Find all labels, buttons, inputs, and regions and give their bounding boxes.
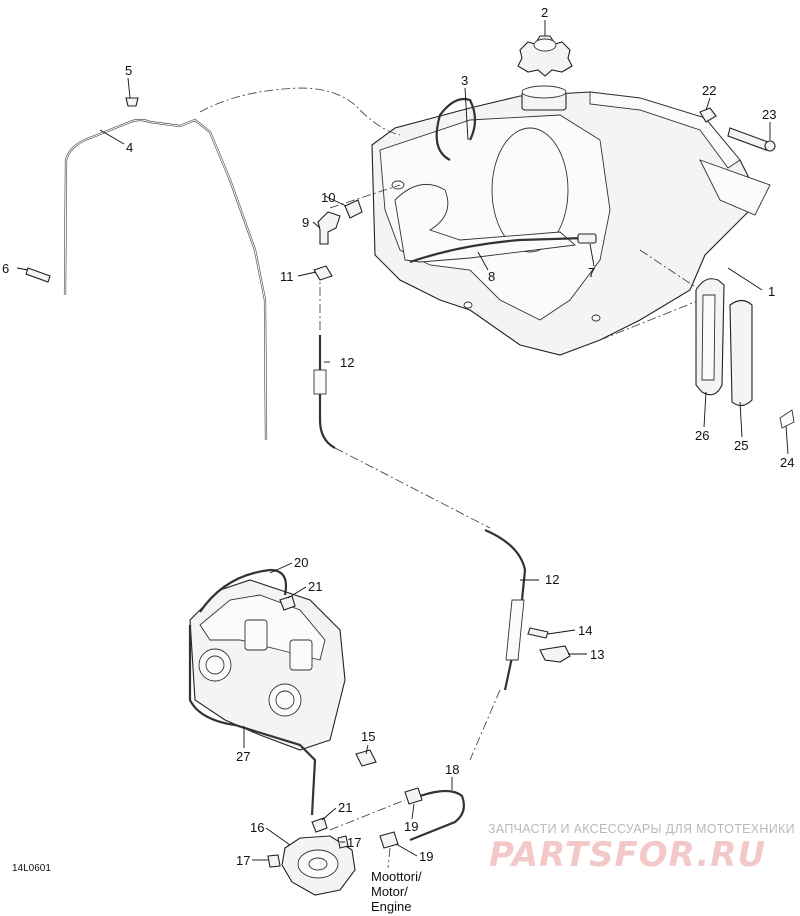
clamp-19-upper (404, 787, 423, 805)
callout-9: 9 (302, 215, 309, 230)
callout-8: 8 (488, 269, 495, 284)
callout-7: 7 (588, 265, 595, 280)
clamp-19-lower (379, 831, 399, 849)
engine-label-line-1: Moottori/ (371, 869, 422, 884)
diagram-reference-code: 14L0601 (12, 863, 51, 874)
bolt-23 (727, 127, 769, 151)
callout-20: 20 (294, 555, 308, 570)
clamp-21-lower (311, 817, 328, 833)
vent-hose-8 (409, 236, 586, 264)
callout-15: 15 (361, 729, 375, 744)
screw-17-left (267, 854, 281, 868)
engine-label-line-3: Engine (371, 899, 411, 914)
clamp-11 (313, 265, 333, 281)
callout-19-upper: 19 (404, 819, 418, 834)
elbow-fitting-9 (317, 211, 341, 245)
grommet-10 (344, 199, 363, 219)
bracket-13 (539, 645, 571, 663)
carburetor-assembly (189, 579, 346, 751)
callout-1: 1 (768, 284, 775, 299)
fuel-tank (371, 85, 771, 356)
callout-16: 16 (250, 820, 264, 835)
pulse-hose-18 (409, 789, 465, 842)
callout-2: 2 (541, 5, 548, 20)
vent-tube-4 (63, 118, 268, 441)
spring-6 (25, 267, 51, 283)
tank-strap-26 (695, 278, 725, 396)
vent-tube-3 (435, 97, 477, 161)
watermark: ЗАПЧАСТИ И АКСЕССУАРЫ ДЛЯ МОТОТЕХНИКИ PA… (488, 822, 795, 875)
hose-27 (188, 625, 317, 816)
callout-21-lower: 21 (338, 800, 352, 815)
callout-3: 3 (461, 73, 468, 88)
hose-20 (199, 568, 288, 613)
engine-label: Moottori/ Motor/ Engine (371, 869, 422, 914)
callout-17-right: 17 (347, 835, 361, 850)
callout-19-lower: 19 (419, 849, 433, 864)
callout-23: 23 (762, 107, 776, 122)
callout-18: 18 (445, 762, 459, 777)
callout-10: 10 (321, 190, 335, 205)
callout-6: 6 (2, 261, 9, 276)
callout-4: 4 (126, 140, 133, 155)
fuel-hose-12-upper (318, 335, 336, 449)
callout-24: 24 (780, 455, 794, 470)
clamp-15 (355, 749, 377, 767)
fuel-hose-12-lower (484, 528, 527, 691)
engine-label-line-2: Motor/ (371, 884, 408, 899)
clamp-21-upper (279, 595, 296, 611)
fuel-tank-cap (517, 35, 573, 77)
callout-12-upper: 12 (340, 355, 354, 370)
callout-21-upper: 21 (308, 579, 322, 594)
callout-14: 14 (578, 623, 592, 638)
check-valve-7 (577, 233, 597, 244)
callout-11: 11 (280, 269, 294, 284)
callout-27: 27 (236, 749, 250, 764)
fuel-pump-16 (281, 835, 356, 896)
callout-22: 22 (702, 83, 716, 98)
tank-strap-25 (729, 299, 753, 407)
callout-numbers: 1 2 3 4 5 6 7 8 9 10 11 12 12 13 14 15 1… (2, 5, 794, 868)
clamp-5 (125, 97, 139, 107)
callout-25: 25 (734, 438, 748, 453)
callout-12-lower: 12 (545, 572, 559, 587)
watermark-caption: ЗАПЧАСТИ И АКСЕССУАРЫ ДЛЯ МОТОТЕХНИКИ (488, 822, 795, 836)
callout-17-left: 17 (236, 853, 250, 868)
watermark-brand: PARTSFOR.RU (489, 835, 766, 875)
callout-13: 13 (590, 647, 604, 662)
callout-26: 26 (695, 428, 709, 443)
screw-14 (527, 627, 549, 639)
label-24 (779, 409, 795, 429)
callout-5: 5 (125, 63, 132, 78)
